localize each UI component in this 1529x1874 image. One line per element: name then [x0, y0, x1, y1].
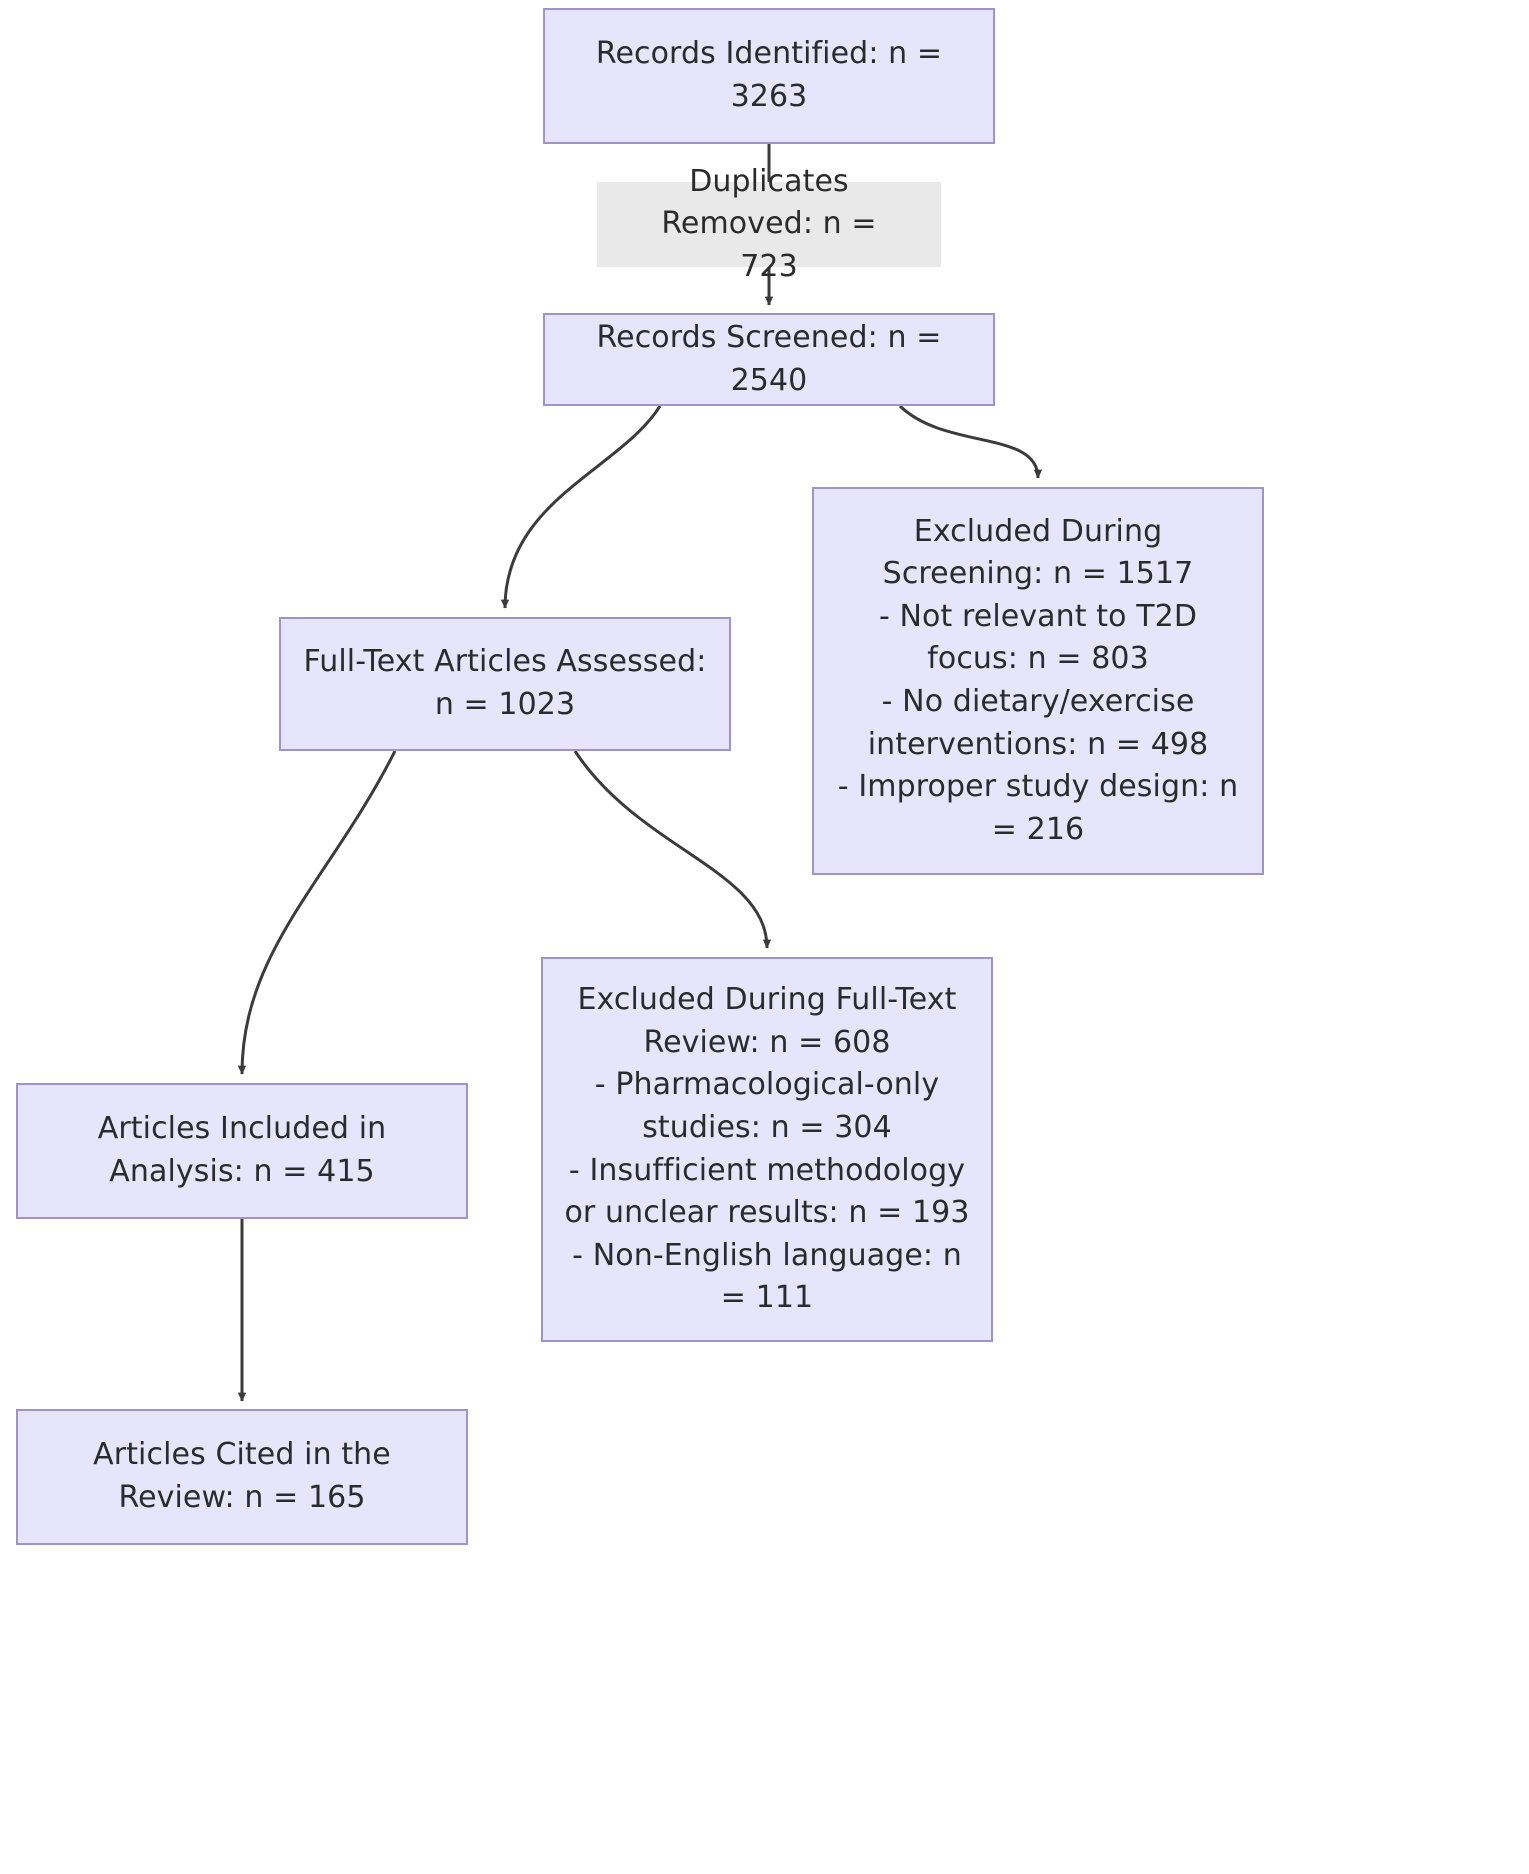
- node-full-text-articles-assessed: Full-Text Articles Assessed: n = 1023: [279, 617, 731, 751]
- node-articles-cited-in-review: Articles Cited in the Review: n = 165: [16, 1409, 468, 1545]
- node-articles-included-in-analysis: Articles Included in Analysis: n = 415: [16, 1083, 468, 1219]
- edge-screened-to-excluded-screening: [898, 404, 1043, 479]
- edge-screened-to-full-text: [500, 405, 662, 609]
- node-excluded-during-screening: Excluded During Screening: n = 1517 - No…: [812, 487, 1264, 875]
- node-excluded-during-full-text-review: Excluded During Full-Text Review: n = 60…: [541, 957, 993, 1342]
- edge-full-text-to-excluded-full-text: [573, 750, 772, 949]
- node-records-identified: Records Identified: n = 3263: [543, 8, 995, 144]
- edge-full-text-to-included: [237, 750, 397, 1075]
- node-duplicates-removed: Duplicates Removed: n = 723: [597, 164, 941, 284]
- node-records-screened: Records Screened: n = 2540: [543, 313, 995, 406]
